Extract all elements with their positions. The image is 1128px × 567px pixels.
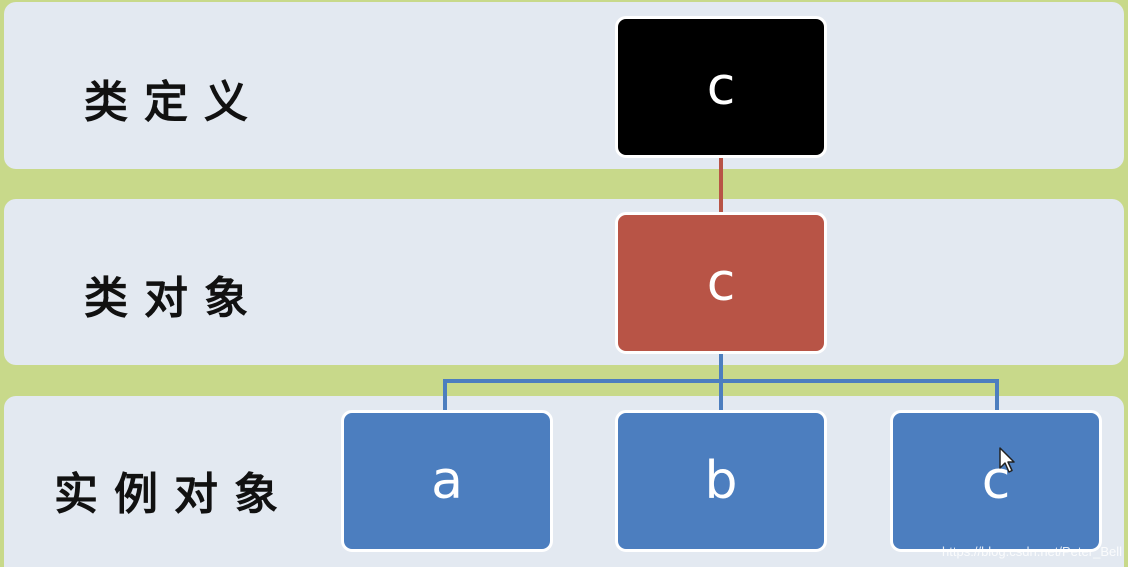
connector-to-instance-c: [995, 379, 999, 411]
mouse-pointer-icon: [999, 447, 1015, 473]
row-label-instance-objects: 实例对象: [54, 469, 294, 520]
row-band-class-object: [4, 199, 1124, 365]
connector-to-instance-a: [443, 379, 447, 411]
node-class-definition: c: [615, 16, 827, 158]
watermark-text: https://blog.csdn.net/Peter_Bell: [942, 544, 1122, 559]
connector-instance-bus: [443, 379, 999, 383]
node-instance-a: a: [341, 410, 553, 552]
row-label-class-object: 类对象: [84, 273, 264, 324]
node-class-object: c: [615, 212, 827, 354]
row-band-class-definition: [4, 2, 1124, 169]
node-instance-c: c: [890, 410, 1102, 552]
connector-class-definition-to-object: [719, 157, 723, 213]
node-instance-b: b: [615, 410, 827, 552]
row-label-class-definition: 类定义: [84, 77, 264, 128]
